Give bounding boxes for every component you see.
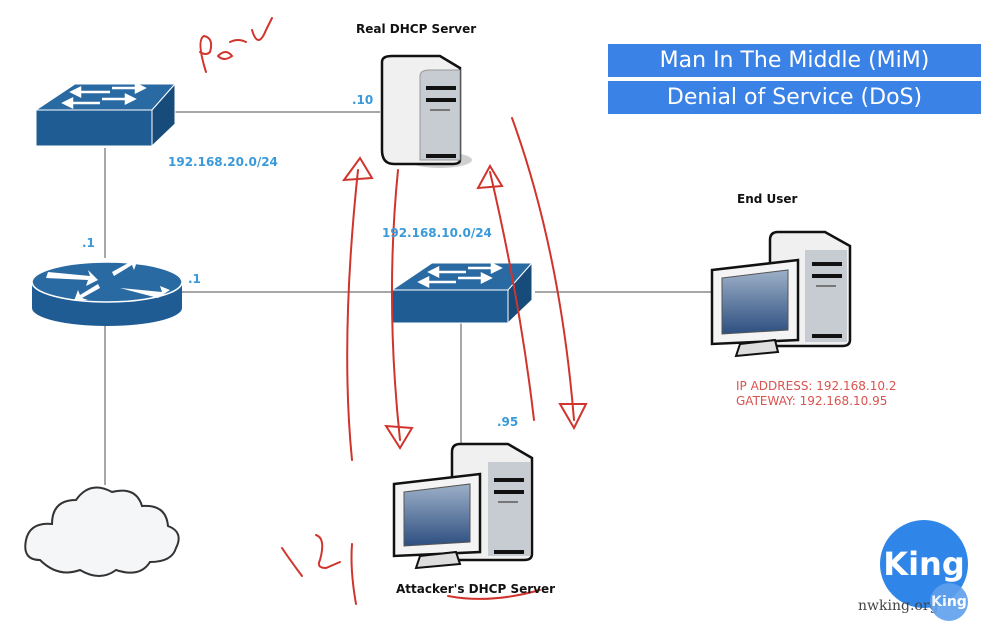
arrow-up-right xyxy=(489,171,535,421)
king-logo-small: King xyxy=(930,583,968,621)
arrow-up-left xyxy=(346,169,359,461)
end-user-ip-address: IP ADDRESS: 192.168.10.2 xyxy=(736,379,897,393)
red-annotations xyxy=(199,17,588,605)
real-dhcp-server-label: Real DHCP Server xyxy=(356,22,477,36)
attacker-pc-icon xyxy=(392,442,534,570)
end-user-label: End User xyxy=(737,192,798,206)
attacker-label: Attacker's DHCP Server xyxy=(396,582,556,596)
router-icon xyxy=(31,259,183,326)
end-user-pc-icon xyxy=(710,230,852,358)
cloud-icon xyxy=(24,486,180,577)
dos-title: Denial of Service (DoS) xyxy=(608,81,981,114)
mim-title: Man In The Middle (MiM) xyxy=(608,44,981,77)
attacker-ip-suffix: .95 xyxy=(497,415,519,429)
router-ip-top: .1 xyxy=(82,236,95,250)
server-icon xyxy=(380,54,472,168)
network-10-label: 192.168.10.0/24 xyxy=(382,226,492,240)
number-annotation xyxy=(281,547,303,577)
switch-icon xyxy=(34,81,177,148)
links xyxy=(104,111,712,485)
end-user-gateway: GATEWAY: 192.168.10.95 xyxy=(736,394,888,408)
router-ip-right: .1 xyxy=(188,272,201,286)
pool-annotation xyxy=(199,34,213,73)
arrow-down-right xyxy=(511,117,575,421)
logo-site: nwking.org xyxy=(858,598,939,614)
arrow-down-center xyxy=(390,169,401,441)
dhcp-ip-suffix: .10 xyxy=(352,93,374,107)
network-20-label: 192.168.20.0/24 xyxy=(168,155,278,169)
